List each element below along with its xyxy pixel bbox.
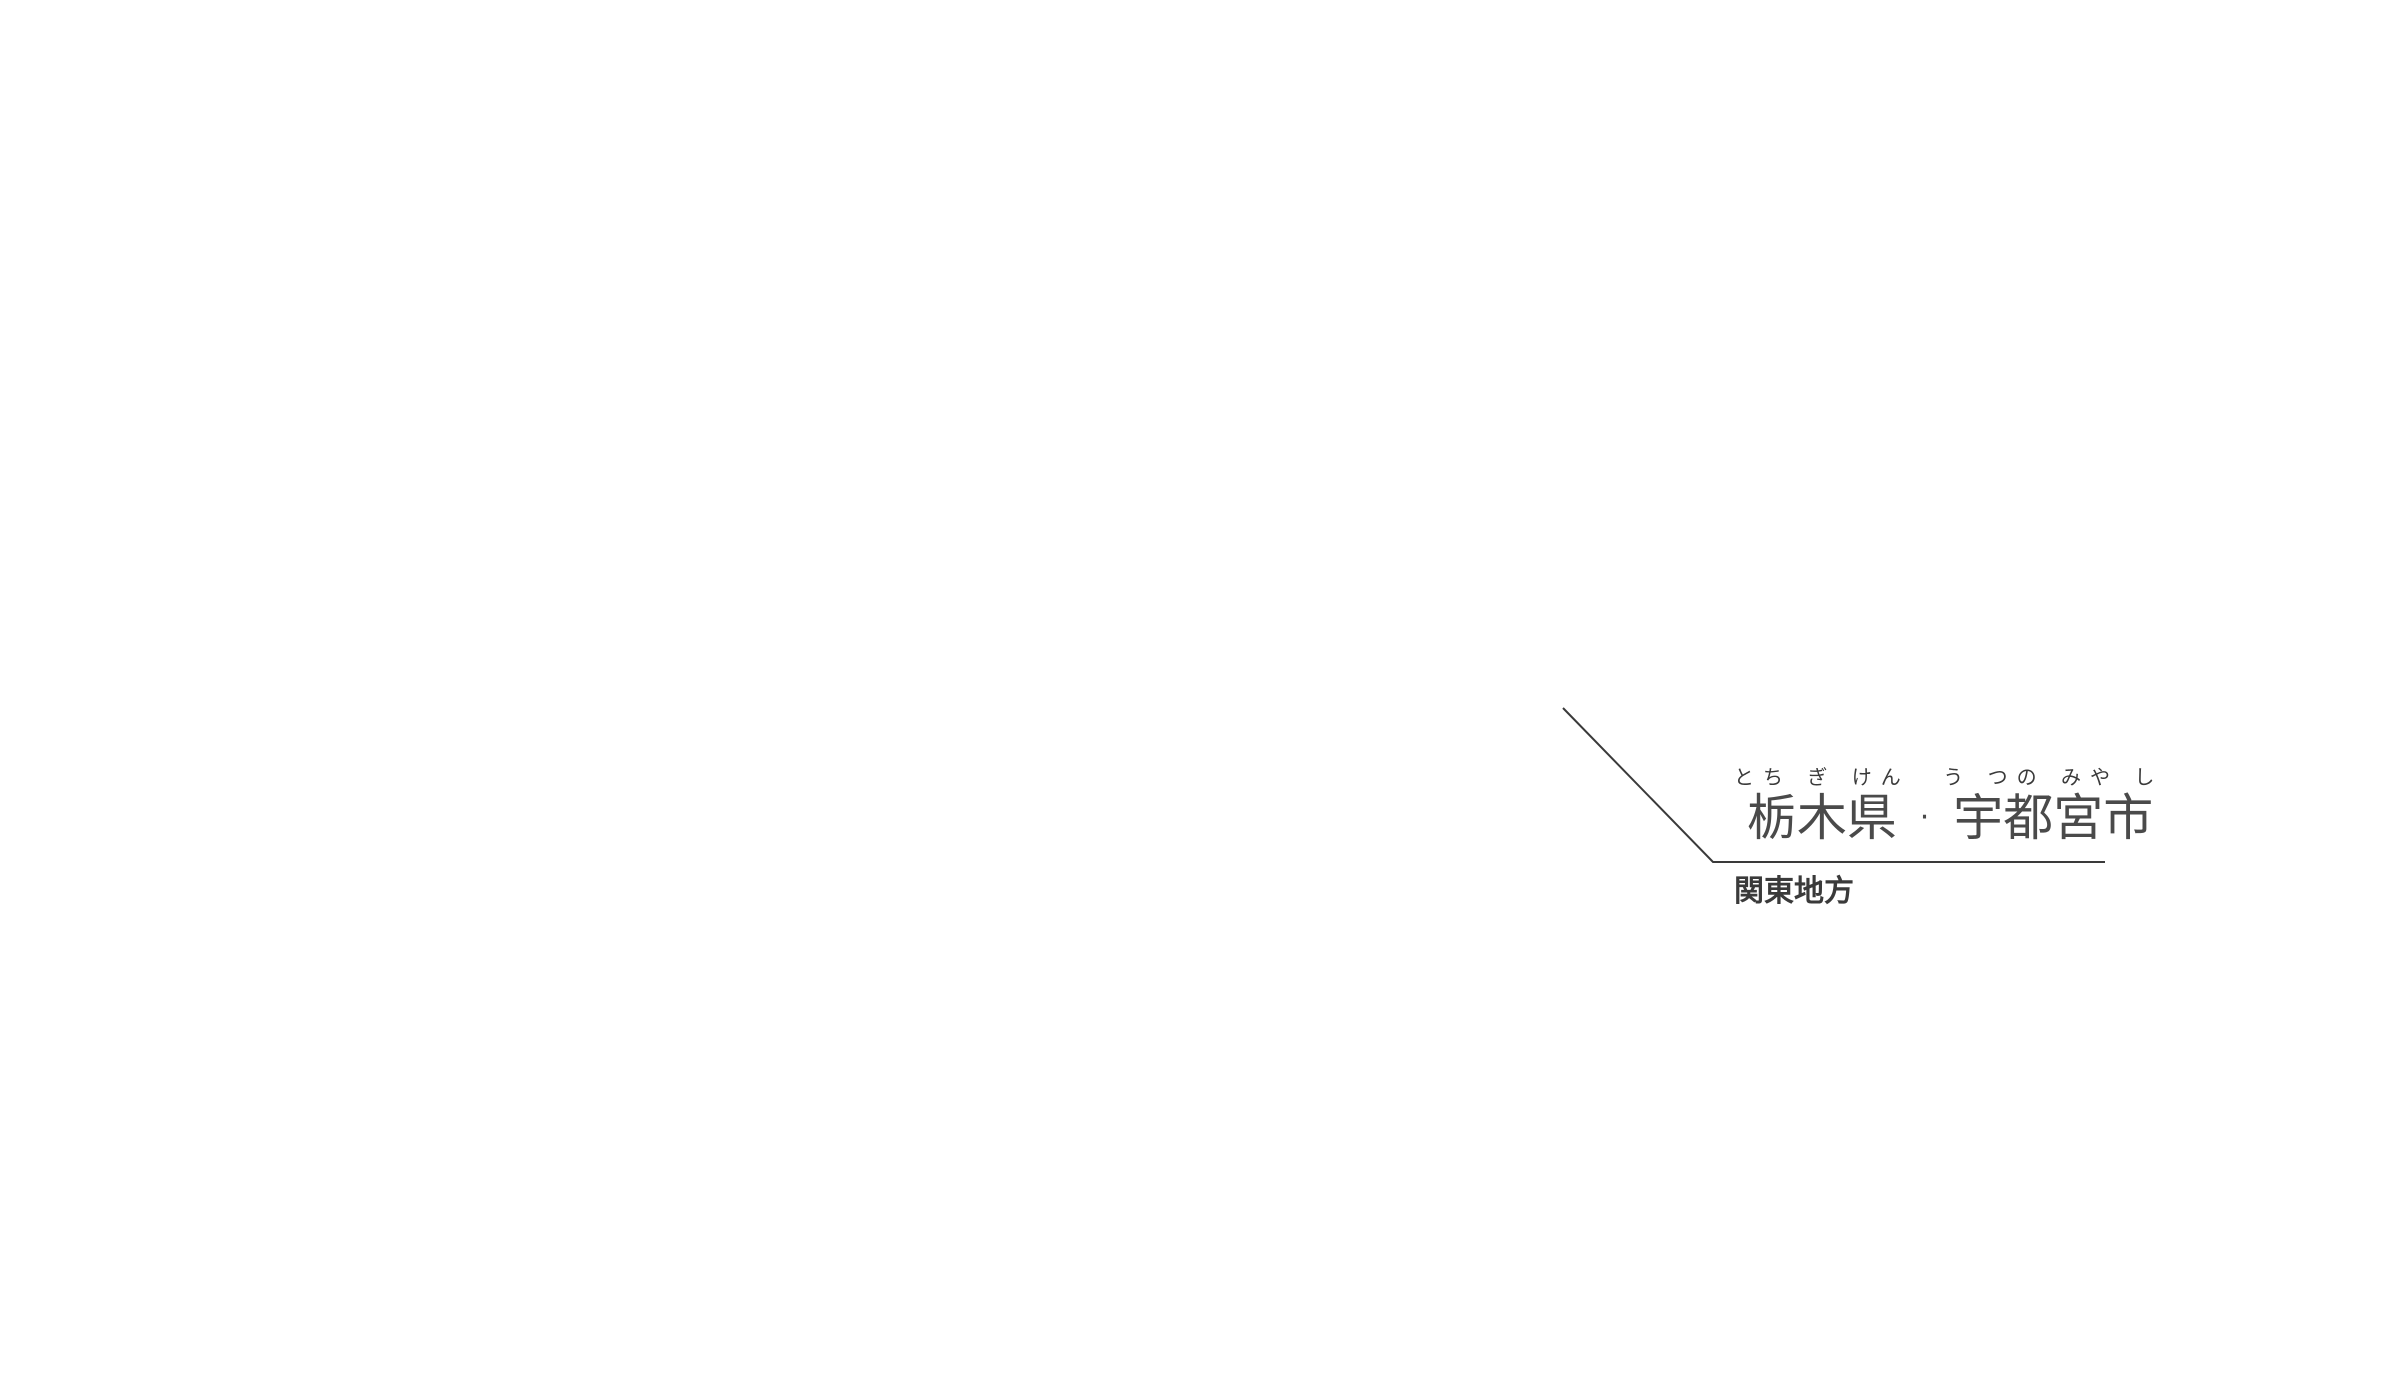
prefecture-reading: とち ぎ けん bbox=[1734, 765, 1910, 789]
leader-line-path bbox=[1562, 707, 2105, 863]
prefecture-name: とち ぎ けん 栃木県 bbox=[1734, 766, 1910, 846]
location-callout: とち ぎ けん 栃木県 · う つの みや し 宇都宮市 bbox=[1734, 766, 2154, 846]
name-separator: · bbox=[1919, 800, 1930, 835]
city-reading: う つの みや し bbox=[1943, 765, 2164, 789]
region-label: 関東地方 bbox=[1734, 874, 1854, 909]
place-name-row: とち ぎ けん 栃木県 · う つの みや し 宇都宮市 bbox=[1734, 766, 2154, 846]
city-name: う つの みや し 宇都宮市 bbox=[1943, 766, 2163, 846]
city-kanji: 宇都宮市 bbox=[1953, 789, 2154, 847]
prefecture-kanji: 栃木県 bbox=[1746, 789, 1897, 847]
